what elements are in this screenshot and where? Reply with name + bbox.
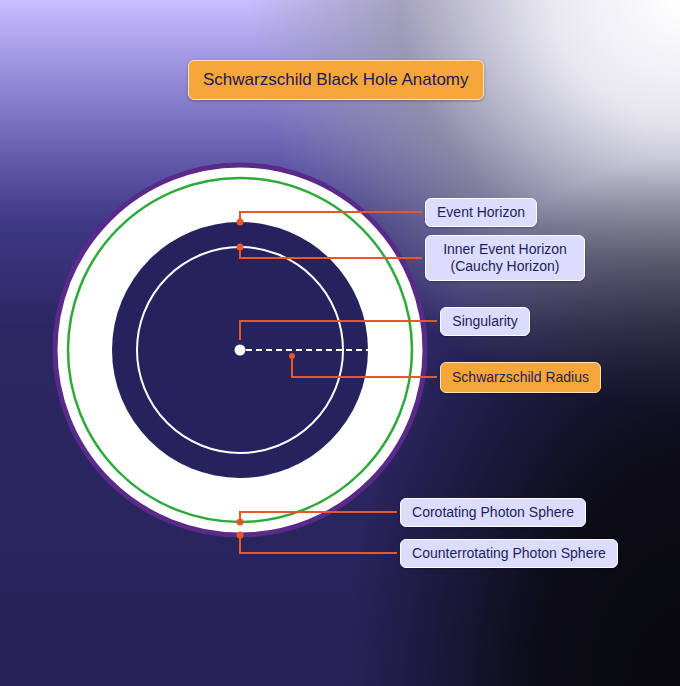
highlight-label-box: Schwarzschild Radius (440, 362, 601, 393)
callout-text: Schwarzschild Radius (452, 369, 589, 386)
leader-line (292, 356, 437, 377)
leader-dot (237, 519, 244, 526)
leader-line (240, 535, 397, 553)
corotating-photon-sphere-ring (68, 178, 412, 522)
singularity-dot (235, 345, 246, 356)
callout-text: Corotating Photon Sphere (412, 504, 574, 521)
leader-dot (237, 219, 244, 226)
callout-box: Inner Event Horizon (Cauchy Horizon) (425, 235, 585, 281)
callout-text: Counterrotating Photon Sphere (412, 545, 606, 562)
counterrotating-photon-sphere-ring (55, 165, 425, 535)
leader-line (240, 247, 422, 258)
callout-box: Event Horizon (425, 198, 537, 227)
leader-line (240, 212, 422, 222)
leader-line (240, 512, 397, 522)
title-text: Schwarzschild Black Hole Anatomy (203, 70, 469, 90)
leader-dot (237, 532, 244, 539)
radius-line (246, 349, 370, 351)
leader-dots (237, 219, 296, 539)
inner-horizon-ring (137, 247, 343, 453)
callout-text: Singularity (452, 313, 517, 330)
leader-dot (289, 353, 295, 359)
callout-box: Corotating Photon Sphere (400, 498, 586, 527)
callout-text: Inner Event Horizon (Cauchy Horizon) (436, 241, 574, 275)
leader-dot (237, 244, 244, 251)
callout-text: Event Horizon (437, 204, 525, 221)
title-box: Schwarzschild Black Hole Anatomy (188, 60, 484, 100)
callout-box: Counterrotating Photon Sphere (400, 539, 618, 568)
callout-box: Singularity (440, 307, 530, 336)
leader-line (240, 321, 437, 340)
